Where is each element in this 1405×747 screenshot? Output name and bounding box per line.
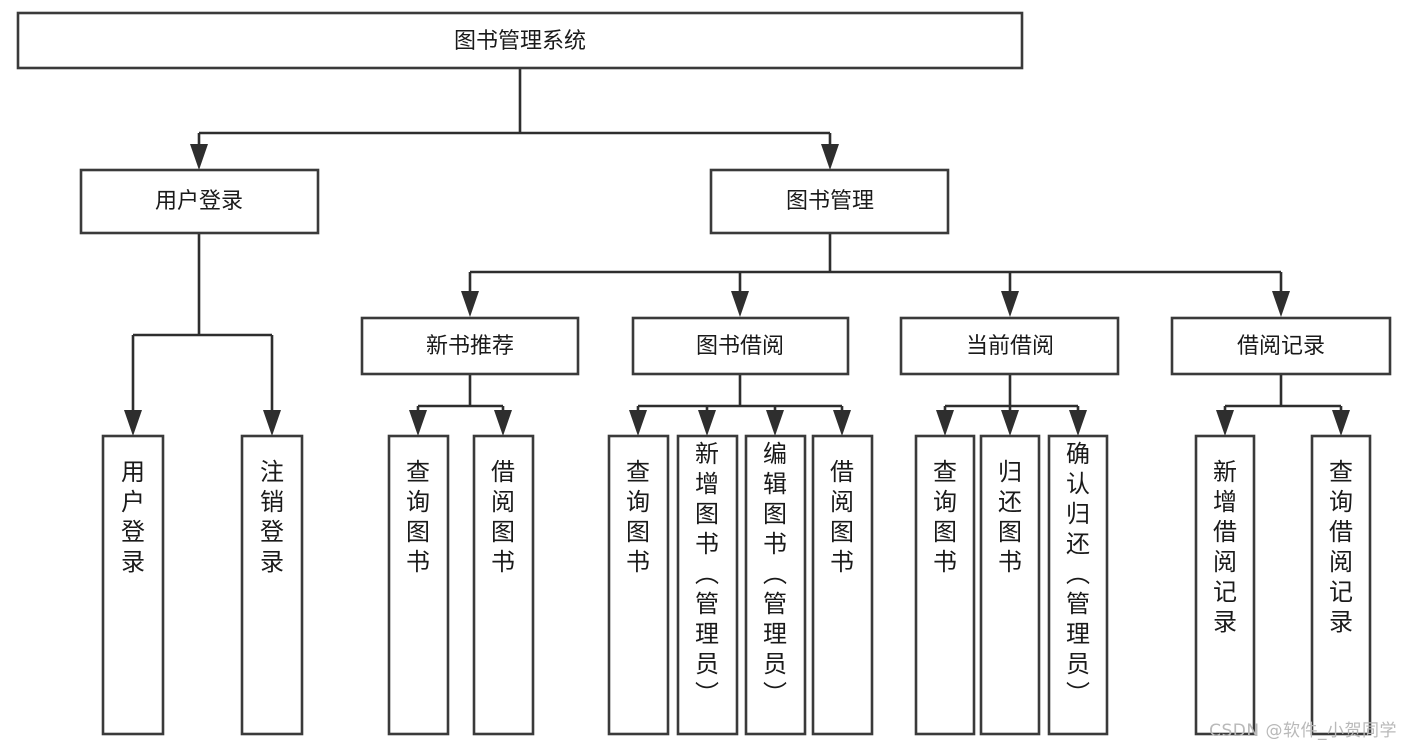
node-current-borrow[interactable]: 当前借阅 bbox=[899, 316, 1120, 376]
node-leaf-query-book-1-box[interactable] bbox=[387, 434, 450, 736]
node-leaf-edit-book-label: 编辑图书︵管理员︶ bbox=[763, 440, 787, 708]
node-new-book-recommend-box[interactable] bbox=[360, 316, 580, 376]
node-leaf-user-logout-box[interactable] bbox=[240, 434, 304, 736]
node-leaf-borrow-book-1[interactable]: 借阅图书 bbox=[472, 434, 535, 736]
node-leaf-query-book-1[interactable]: 查询图书 bbox=[387, 434, 450, 736]
node-leaf-query-book-3[interactable]: 查询图书 bbox=[914, 434, 976, 736]
node-leaf-borrow-book-2[interactable]: 借阅图书 bbox=[811, 434, 874, 736]
node-leaf-borrow-book-2-label: 借阅图书 bbox=[830, 458, 854, 576]
node-leaf-return-book[interactable]: 归还图书 bbox=[979, 434, 1041, 736]
arrowhead-leaf-user-login bbox=[124, 410, 142, 436]
node-leaf-edit-book[interactable]: 编辑图书︵管理员︶ bbox=[744, 434, 807, 736]
node-leaf-edit-book-box[interactable] bbox=[744, 434, 807, 736]
node-leaf-borrow-book-2-box[interactable] bbox=[811, 434, 874, 736]
node-leaf-return-book-box[interactable] bbox=[979, 434, 1041, 736]
node-book-borrow-label: 图书借阅 bbox=[696, 334, 784, 359]
node-leaf-add-book-label: 新增图书︵管理员︶ bbox=[695, 440, 719, 708]
node-leaf-add-record-label: 新增借阅记录 bbox=[1213, 458, 1237, 636]
arrowhead-leaf-add-book bbox=[698, 410, 716, 436]
node-book-manage-label: 图书管理 bbox=[786, 189, 874, 214]
edge-layer bbox=[124, 68, 1350, 436]
arrowhead-current-borrow bbox=[1001, 291, 1019, 317]
node-book-manage[interactable]: 图书管理 bbox=[709, 168, 950, 235]
arrowhead-book-borrow bbox=[731, 291, 749, 317]
node-root-box[interactable] bbox=[16, 11, 1024, 70]
node-new-book-recommend[interactable]: 新书推荐 bbox=[360, 316, 580, 376]
arrowhead-user-login bbox=[190, 144, 208, 170]
arrowhead-leaf-query-book-2 bbox=[629, 410, 647, 436]
arrowhead-leaf-return-book bbox=[1001, 410, 1019, 436]
arrowhead-leaf-borrow-book-1 bbox=[494, 410, 512, 436]
node-leaf-confirm-return-box[interactable] bbox=[1047, 434, 1109, 736]
node-borrow-record[interactable]: 借阅记录 bbox=[1170, 316, 1392, 376]
node-book-manage-box[interactable] bbox=[709, 168, 950, 235]
arrowhead-leaf-query-record bbox=[1332, 410, 1350, 436]
node-leaf-query-book-3-box[interactable] bbox=[914, 434, 976, 736]
arrowhead-borrow-record bbox=[1272, 291, 1290, 317]
arrowhead-leaf-borrow-book-2 bbox=[833, 410, 851, 436]
node-leaf-query-book-2-label: 查询图书 bbox=[626, 458, 650, 576]
node-leaf-query-book-1-label: 查询图书 bbox=[406, 458, 430, 576]
node-current-borrow-box[interactable] bbox=[899, 316, 1120, 376]
node-leaf-query-record[interactable]: 查询借阅记录 bbox=[1310, 434, 1372, 736]
node-book-borrow[interactable]: 图书借阅 bbox=[631, 316, 850, 376]
node-leaf-return-book-label: 归还图书 bbox=[998, 458, 1022, 576]
node-current-borrow-label: 当前借阅 bbox=[966, 334, 1054, 359]
node-book-borrow-box[interactable] bbox=[631, 316, 850, 376]
csdn-watermark: CSDN @软件_小贺同学 bbox=[1209, 721, 1397, 741]
node-user-login-box[interactable] bbox=[79, 168, 320, 235]
node-leaf-query-record-label: 查询借阅记录 bbox=[1329, 458, 1353, 636]
node-leaf-confirm-return[interactable]: 确认归还︵管理员︶ bbox=[1047, 434, 1109, 736]
node-leaf-add-book[interactable]: 新增图书︵管理员︶ bbox=[676, 434, 739, 736]
node-leaf-user-login-label: 用户登录 bbox=[121, 458, 145, 576]
node-leaf-user-logout-label: 注销登录 bbox=[260, 458, 284, 576]
node-new-book-recommend-label: 新书推荐 bbox=[426, 334, 514, 359]
node-borrow-record-label: 借阅记录 bbox=[1237, 334, 1325, 359]
node-root[interactable]: 图书管理系统 bbox=[16, 11, 1024, 70]
node-user-login-label: 用户登录 bbox=[155, 189, 243, 214]
node-leaf-borrow-book-1-label: 借阅图书 bbox=[491, 458, 515, 576]
arrowhead-leaf-edit-book bbox=[766, 410, 784, 436]
arrowhead-leaf-query-book-3 bbox=[936, 410, 954, 436]
node-leaf-borrow-book-1-box[interactable] bbox=[472, 434, 535, 736]
node-borrow-record-box[interactable] bbox=[1170, 316, 1392, 376]
node-leaf-add-record[interactable]: 新增借阅记录 bbox=[1194, 434, 1256, 736]
node-leaf-user-logout[interactable]: 注销登录 bbox=[240, 434, 304, 736]
node-leaf-user-login[interactable]: 用户登录 bbox=[101, 434, 165, 736]
node-leaf-query-record-box[interactable] bbox=[1310, 434, 1372, 736]
node-leaf-confirm-return-label: 确认归还︵管理员︶ bbox=[1066, 440, 1090, 708]
node-leaf-query-book-2[interactable]: 查询图书 bbox=[607, 434, 670, 736]
node-leaf-add-book-box[interactable] bbox=[676, 434, 739, 736]
node-leaf-query-book-3-label: 查询图书 bbox=[933, 458, 957, 576]
node-user-login[interactable]: 用户登录 bbox=[79, 168, 320, 235]
arrowhead-new-book-recommend bbox=[461, 291, 479, 317]
arrowhead-leaf-query-book-1 bbox=[409, 410, 427, 436]
node-root-label: 图书管理系统 bbox=[454, 29, 586, 54]
arrowhead-book-manage bbox=[821, 144, 839, 170]
arrowhead-leaf-user-logout bbox=[263, 410, 281, 436]
node-leaf-add-record-box[interactable] bbox=[1194, 434, 1256, 736]
node-leaf-user-login-box[interactable] bbox=[101, 434, 165, 736]
arrowhead-leaf-confirm-return bbox=[1069, 410, 1087, 436]
node-leaf-query-book-2-box[interactable] bbox=[607, 434, 670, 736]
arrowhead-leaf-add-record bbox=[1216, 410, 1234, 436]
